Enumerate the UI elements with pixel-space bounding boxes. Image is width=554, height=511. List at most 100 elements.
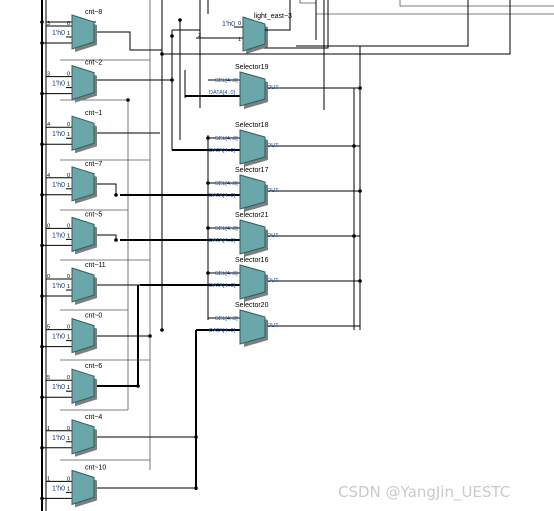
- selector-name-label: Selector18: [235, 122, 269, 129]
- selector-sel-pin: SEL[4..0]: [215, 136, 238, 142]
- mux-pin0-label: 0: [67, 72, 70, 78]
- mux-pin1-label: 1: [67, 436, 70, 442]
- wire-junctions: [40, 18, 362, 490]
- selector-data-pin: DATA[4..0]: [209, 328, 236, 334]
- selector-name-label: Selector21: [235, 212, 269, 219]
- mux-pin1-label: 1: [67, 132, 70, 138]
- mux-pin1-label: 1: [67, 233, 70, 239]
- selector-data-pin: DATA[4..0]: [209, 193, 236, 199]
- mux-name-label: cnt~4: [85, 414, 102, 421]
- selector-sel-pin: SEL[4..0]: [215, 78, 238, 84]
- mux-pin1-label: 1: [67, 385, 70, 391]
- mux-pin0-label: 0: [67, 426, 70, 432]
- light-mux-sel: 2: [198, 33, 201, 39]
- light-east-mux[interactable]: light_east~3 1'h0 0 1 2: [198, 13, 292, 54]
- selector-group: Selector19SEL[4..0]DATA[4..0]OUTSelector…: [209, 64, 279, 347]
- mux-const-label: 1'h0: [52, 232, 65, 239]
- selector-data-pin: DATA[4..0]: [209, 90, 236, 96]
- selector-data-pin: DATA[4..0]: [209, 283, 236, 289]
- selector-sel-pin: SEL[4..0]: [215, 316, 238, 322]
- light-mux-const: 1'h0: [222, 21, 235, 28]
- mux-pin0-label: 0: [67, 122, 70, 128]
- mux-const-label: 1'h0: [52, 334, 65, 341]
- mux-sel-value: 5: [47, 375, 50, 381]
- mux-pin0-label: 0: [67, 325, 70, 331]
- mux-sel-value: 5: [47, 325, 50, 331]
- selector-sel-pin: SEL[4..0]: [215, 226, 238, 232]
- selector-out-pin: OUT: [267, 233, 279, 239]
- mux-name-label: cnt~0: [85, 313, 102, 320]
- mux-pin1-label: 1: [67, 486, 70, 492]
- mux-name-label: cnt~11: [85, 262, 106, 269]
- mux-const-label: 1'h0: [52, 182, 65, 189]
- selector-out-pin: OUT: [267, 278, 279, 284]
- mux-sel-value: 3: [47, 21, 50, 27]
- mux-const-label: 1'h0: [52, 131, 65, 138]
- selector-sel-pin: SEL[4..0]: [215, 271, 238, 277]
- mux-sel-value: 1: [47, 426, 50, 432]
- mux-pin0-label: 0: [67, 223, 70, 229]
- mux-pin1-label: 1: [67, 284, 70, 290]
- mux-sel-value: 0: [47, 223, 50, 229]
- mux-name-label: cnt~2: [85, 60, 102, 67]
- mux-pin1-label: 1: [67, 183, 70, 189]
- mux-pin0-label: 0: [67, 173, 70, 179]
- mux-pin0-label: 0: [67, 274, 70, 280]
- mux-const-label: 1'h0: [52, 435, 65, 442]
- mux-const-label: 1'h0: [52, 81, 65, 88]
- selector-name-label: Selector17: [235, 167, 269, 174]
- mux-name-label: cnt~1: [85, 110, 102, 117]
- mux-sel-value: 4: [47, 173, 50, 179]
- selector-data-pin: DATA[4..0]: [209, 148, 236, 154]
- selector-name-label: Selector20: [235, 302, 269, 309]
- mux-sel-value: 1: [47, 476, 50, 482]
- selector-out-pin: OUT: [267, 323, 279, 329]
- mux-sel-value: 4: [47, 122, 50, 128]
- mux-const-label: 1'h0: [52, 384, 65, 391]
- selector-out-pin: OUT: [267, 143, 279, 149]
- selector-name-label: Selector19: [235, 64, 269, 71]
- light-mux-pin0: 0: [238, 21, 241, 27]
- selector-sel-pin: SEL[4..0]: [215, 181, 238, 187]
- mux-const-label: 1'h0: [52, 30, 65, 37]
- mux-pin0-label: 0: [67, 476, 70, 482]
- mux-sel-value: 3: [47, 72, 50, 78]
- mux-sel-value: 0: [47, 274, 50, 280]
- mux-name-label: cnt~10: [85, 464, 106, 471]
- selector-out-pin: OUT: [267, 188, 279, 194]
- mux-pin1-label: 1: [67, 82, 70, 88]
- mux-pin1-label: 1: [67, 335, 70, 341]
- mux-name-label: cnt~6: [85, 363, 102, 370]
- wire-network: [41, 0, 554, 511]
- light-mux-name: light_east~3: [254, 13, 292, 20]
- selector-name-label: Selector16: [235, 257, 269, 264]
- mux-pin0-label: 0: [67, 375, 70, 381]
- selector-data-pin: DATA[4..0]: [209, 238, 236, 244]
- mux-pin1-label: 1: [67, 31, 70, 37]
- mux-name-label: cnt~8: [85, 9, 102, 16]
- selector-out-pin: OUT: [267, 85, 279, 91]
- mux-name-label: cnt~7: [85, 161, 102, 168]
- mux-pin0-label: 0: [67, 21, 70, 27]
- mux-const-label: 1'h0: [52, 485, 65, 492]
- light-mux-pin1: 1: [238, 37, 241, 43]
- watermark: CSDN @YangJin_UESTC: [338, 483, 510, 502]
